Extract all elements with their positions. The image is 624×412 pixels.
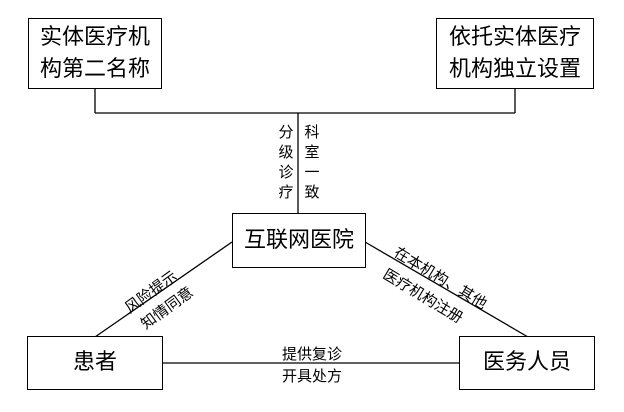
- connector-hospital-staff: [364, 241, 529, 338]
- edge-label-prescription: 开具处方: [281, 367, 342, 385]
- node-entity-second-name: 实体医疗机 构第二名称: [28, 18, 162, 89]
- node-label-line: 实体医疗机: [39, 24, 150, 50]
- edge-label-department-consistent: 科室一致: [304, 123, 320, 201]
- node-label: 医务人员: [482, 350, 571, 375]
- node-internet-hospital: 互联网医院: [232, 213, 366, 268]
- node-label: 互联网医院: [243, 227, 354, 253]
- node-label-line: 机构独立设置: [448, 56, 581, 82]
- node-label-line: 依托实体医疗: [448, 24, 581, 50]
- node-label-line: 构第二名称: [39, 56, 150, 82]
- edge-label-hierarchical-care: 分级诊疗: [278, 123, 294, 201]
- connector-hospital-patient: [94, 241, 233, 338]
- node-label: 患者: [72, 350, 117, 375]
- node-patient: 患者: [27, 336, 163, 390]
- node-entity-independent: 依托实体医疗 机构独立设置: [436, 18, 594, 89]
- edge-label-follow-up: 提供复诊: [281, 345, 342, 363]
- node-medical-staff: 医务人员: [459, 336, 595, 390]
